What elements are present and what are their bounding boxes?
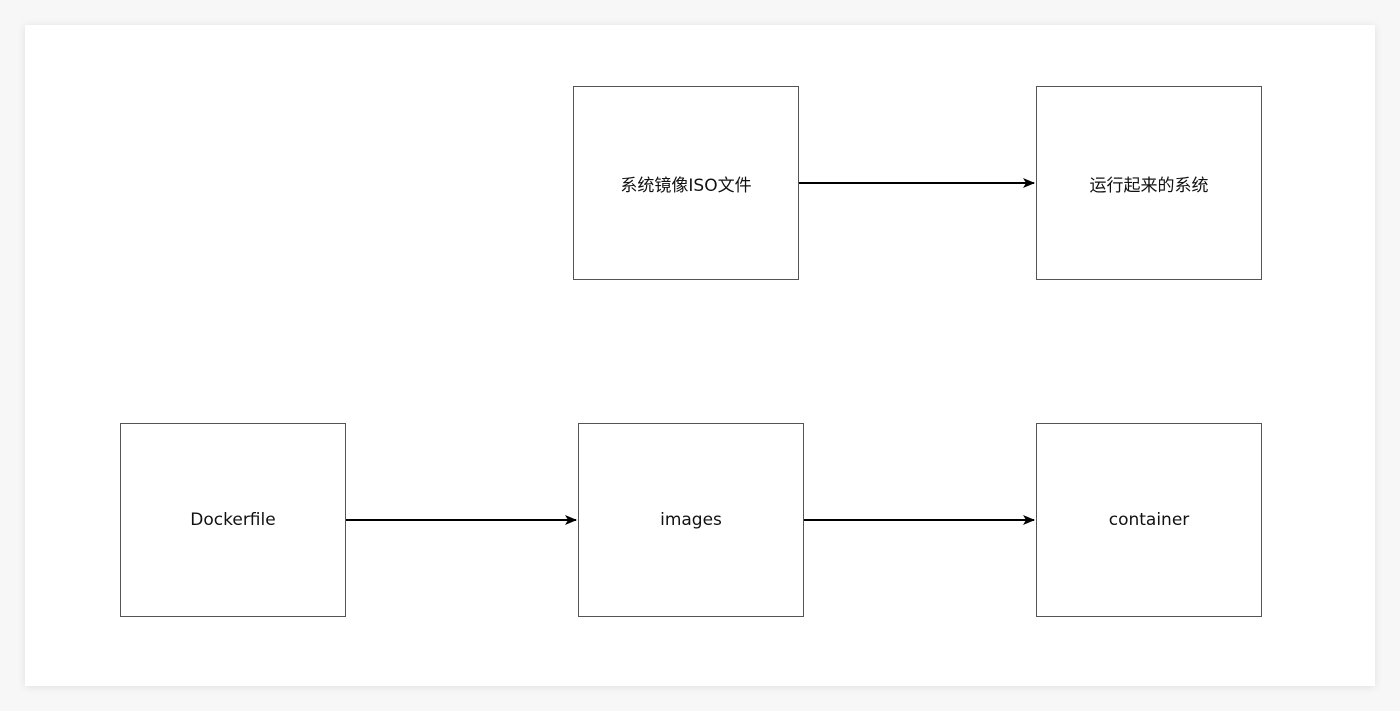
node-dockerfile: Dockerfile [120,423,346,617]
node-running-system: 运行起来的系统 [1036,86,1262,280]
node-container-label: container [1108,510,1190,530]
node-images-label: images [660,510,722,530]
node-container: container [1036,423,1262,617]
node-images: images [578,423,804,617]
node-iso-image-label: 系统镜像ISO文件 [620,175,752,196]
node-running-system-label: 运行起来的系统 [1089,175,1209,196]
node-iso-image: 系统镜像ISO文件 [573,86,799,280]
node-dockerfile-label: Dockerfile [190,510,276,530]
